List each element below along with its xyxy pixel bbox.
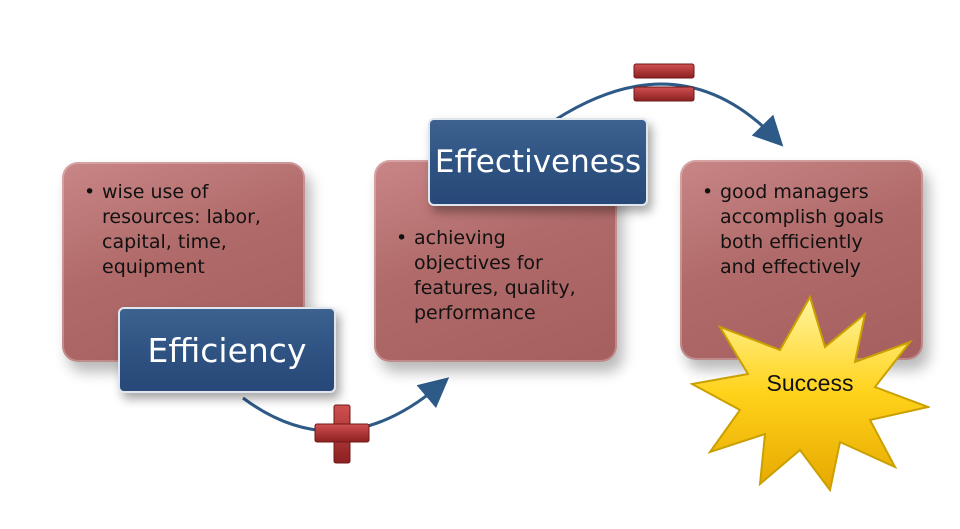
plus-icon [314, 404, 370, 464]
success-label: Success [766, 370, 854, 396]
effectiveness-label: Effectiveness [428, 118, 648, 206]
success-bullet: good managers accomplish goals both effi… [702, 180, 884, 280]
efficiency-bullet: wise use of resources: labor, capital, t… [84, 180, 261, 280]
arrow-effectiveness-to-success [554, 82, 784, 147]
effectiveness-bullet: achieving objectives for features, quali… [396, 226, 576, 326]
equals-icon [633, 63, 695, 102]
effectiveness-label-text: Effectiveness [434, 144, 642, 180]
efficiency-label: Efficiency [118, 307, 336, 393]
efficiency-label-text: Efficiency [147, 330, 307, 370]
star-burst-icon [690, 294, 930, 492]
